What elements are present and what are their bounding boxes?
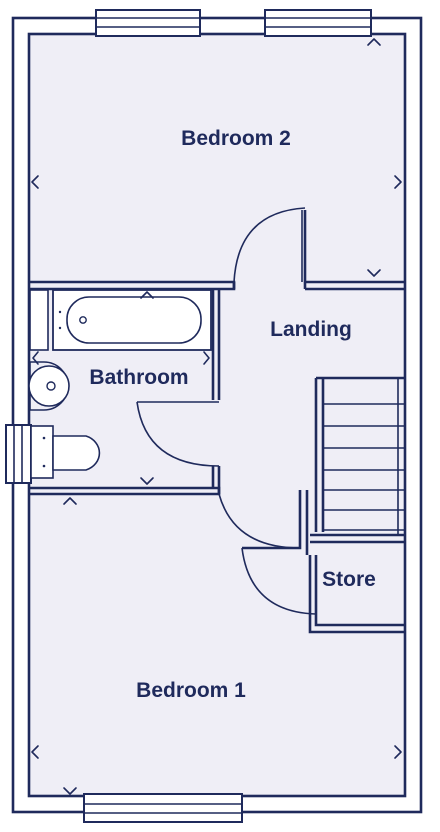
bedroom2-arrow-left-icon bbox=[31, 175, 39, 189]
bedroom2-door bbox=[233, 207, 306, 283]
bathroom-door bbox=[136, 401, 220, 467]
staircase bbox=[314, 376, 405, 535]
bathroom-arrow-left-icon bbox=[32, 351, 39, 365]
bedroom1-door bbox=[218, 493, 301, 549]
store-door bbox=[241, 547, 317, 615]
bedroom1-arrow-right-icon bbox=[394, 745, 402, 759]
basin bbox=[28, 361, 70, 411]
room-label-bedroom1: Bedroom 1 bbox=[136, 679, 246, 702]
floor-area bbox=[29, 34, 405, 796]
bedroom2-arrow-top-icon bbox=[367, 38, 381, 46]
window-bottom bbox=[83, 793, 243, 823]
room-label-store: Store bbox=[322, 568, 376, 591]
bedroom1-arrow-bottom-icon bbox=[63, 787, 77, 795]
toilet bbox=[30, 425, 101, 479]
bathtub bbox=[52, 289, 212, 351]
bedroom2-lower-wall bbox=[29, 210, 405, 291]
window-top-right bbox=[264, 9, 372, 37]
bedroom2-arrow-right-icon bbox=[394, 175, 402, 189]
bathroom-arrow-bottom-icon bbox=[140, 477, 154, 485]
room-label-landing: Landing bbox=[270, 318, 352, 341]
window-left-bathroom bbox=[5, 424, 32, 484]
bedroom1-arrow-top-icon bbox=[63, 497, 77, 505]
bathroom-arrow-top-icon bbox=[140, 291, 154, 299]
bathroom-arrow-right-icon bbox=[203, 351, 210, 365]
bedroom2-arrow-bottom-icon bbox=[367, 269, 381, 277]
window-top-left bbox=[95, 9, 201, 37]
bathroom-walls bbox=[29, 289, 221, 496]
room-label-bathroom: Bathroom bbox=[89, 366, 188, 389]
bedroom1-arrow-left-icon bbox=[31, 745, 39, 759]
bathroom-cabinet bbox=[29, 289, 49, 351]
room-label-bedroom2: Bedroom 2 bbox=[181, 127, 291, 150]
